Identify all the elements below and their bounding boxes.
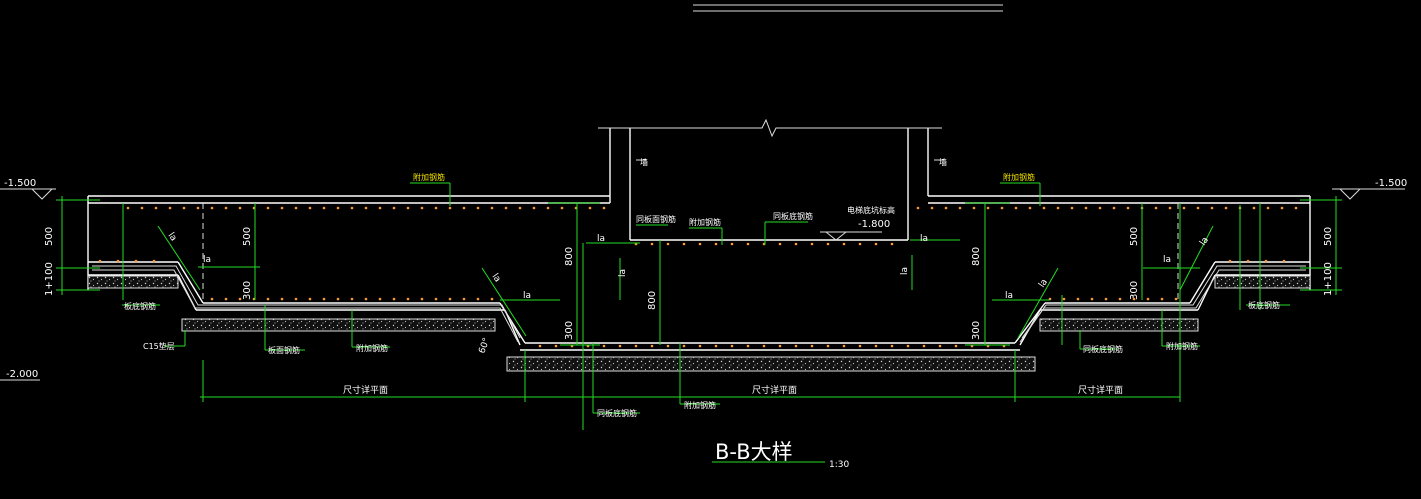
same-top-rebar-label: 同板面钢筋 — [636, 214, 676, 224]
span-center: 尺寸详平面 — [752, 384, 797, 396]
la-5: la — [597, 234, 605, 244]
pit-label: 电梯底坑标高 — [847, 205, 895, 215]
pit-top-rebar — [634, 242, 894, 246]
scale-text: 1:30 — [829, 460, 849, 470]
dim-100-left: 1+100 — [44, 262, 55, 296]
right-elevation-mark: -1.500 — [1332, 178, 1407, 200]
la-3: la — [523, 291, 531, 301]
pit-elevation-text: -1.800 — [858, 219, 890, 230]
same-bottom-rebar-label-right: 同板底钢筋 — [1083, 344, 1123, 354]
dim-500-left: 500 — [44, 227, 55, 246]
top-rebar-label-left: 板面钢筋 — [268, 345, 300, 355]
dim-500-inner-right: 500 — [1129, 227, 1140, 246]
right-slab-bottom-rebar — [1048, 259, 1286, 301]
wall-label-left: 墙 — [640, 157, 648, 167]
add-rebar-label-right: 附加钢筋 — [1003, 172, 1035, 182]
dim-300-inner-left: 300 — [242, 281, 253, 300]
dim-100-right: 1+100 — [1323, 262, 1334, 296]
la-10: la — [1037, 277, 1050, 289]
la-1: la — [203, 255, 211, 265]
la-8: la — [900, 267, 910, 275]
annotation-texts: 附加钢筋 附加钢筋 同板面钢筋 附加钢筋 同板底钢筋 板底钢筋 C15垫层 板面… — [124, 172, 1280, 418]
left-bottom-elevation-text: -2.000 — [6, 369, 38, 380]
span-left: 尺寸详平面 — [343, 384, 388, 396]
dim-300-a: 300 — [564, 321, 575, 340]
la-12: la — [1198, 235, 1211, 247]
dim-800-c: 800 — [971, 247, 982, 266]
wall-label-right: 墙 — [939, 157, 947, 167]
title-text: B-B大样 — [715, 440, 793, 464]
la-9: la — [1005, 291, 1013, 301]
add-rebar-label-lower: 附加钢筋 — [356, 343, 388, 353]
dim-800-b: 800 — [647, 291, 658, 310]
drawing-title: B-B大样 1:30 — [715, 440, 849, 470]
dimension-lines — [56, 182, 1342, 463]
add-rebar-label-bottom: 附加钢筋 — [684, 400, 716, 410]
dim-500-inner-left: 500 — [242, 227, 253, 246]
add-rebar-label-pit: 附加钢筋 — [689, 217, 721, 227]
la-2: la — [166, 231, 179, 243]
right-slab-top-rebar — [916, 206, 1298, 210]
la-7: la — [920, 234, 928, 244]
bottom-rebar-label-right: 板底钢筋 — [1248, 300, 1280, 310]
angle-60: 60° — [477, 337, 492, 355]
title-double-line — [693, 4, 1003, 12]
left-slab-bottom-rebar — [98, 259, 494, 301]
same-bottom-rebar-label-pit: 同板底钢筋 — [773, 211, 813, 221]
la-6: la — [618, 269, 628, 277]
right-slab — [916, 195, 1311, 346]
add-rebar-label-left: 附加钢筋 — [413, 172, 445, 182]
la-11: la — [1163, 255, 1171, 265]
dim-300-c: 300 — [971, 321, 982, 340]
dim-300-inner-right: 300 — [1129, 281, 1140, 300]
left-slab — [87, 195, 610, 346]
same-bottom-rebar-label-lower: 同板底钢筋 — [597, 408, 637, 418]
center-pit: 电梯底坑标高 -1.800 墙 墙 — [506, 118, 1036, 372]
add-rebar-label-right-lower: 附加钢筋 — [1166, 341, 1198, 351]
right-elevation-text: -1.500 — [1375, 178, 1407, 189]
bottom-rebar-label-left: 板底钢筋 — [124, 301, 156, 311]
left-slab-top-rebar — [126, 206, 606, 210]
span-right: 尺寸详平面 — [1078, 384, 1123, 396]
left-elevation-mark: -1.500 — [0, 178, 56, 200]
c15-label: C15垫层 — [143, 341, 175, 351]
left-elevation-text: -1.500 — [4, 178, 36, 189]
left-bottom-elevation: -2.000 — [0, 369, 40, 381]
dim-800-a: 800 — [564, 247, 575, 266]
pit-bottom-rebar — [538, 344, 1006, 348]
dim-500-right: 500 — [1323, 227, 1334, 246]
